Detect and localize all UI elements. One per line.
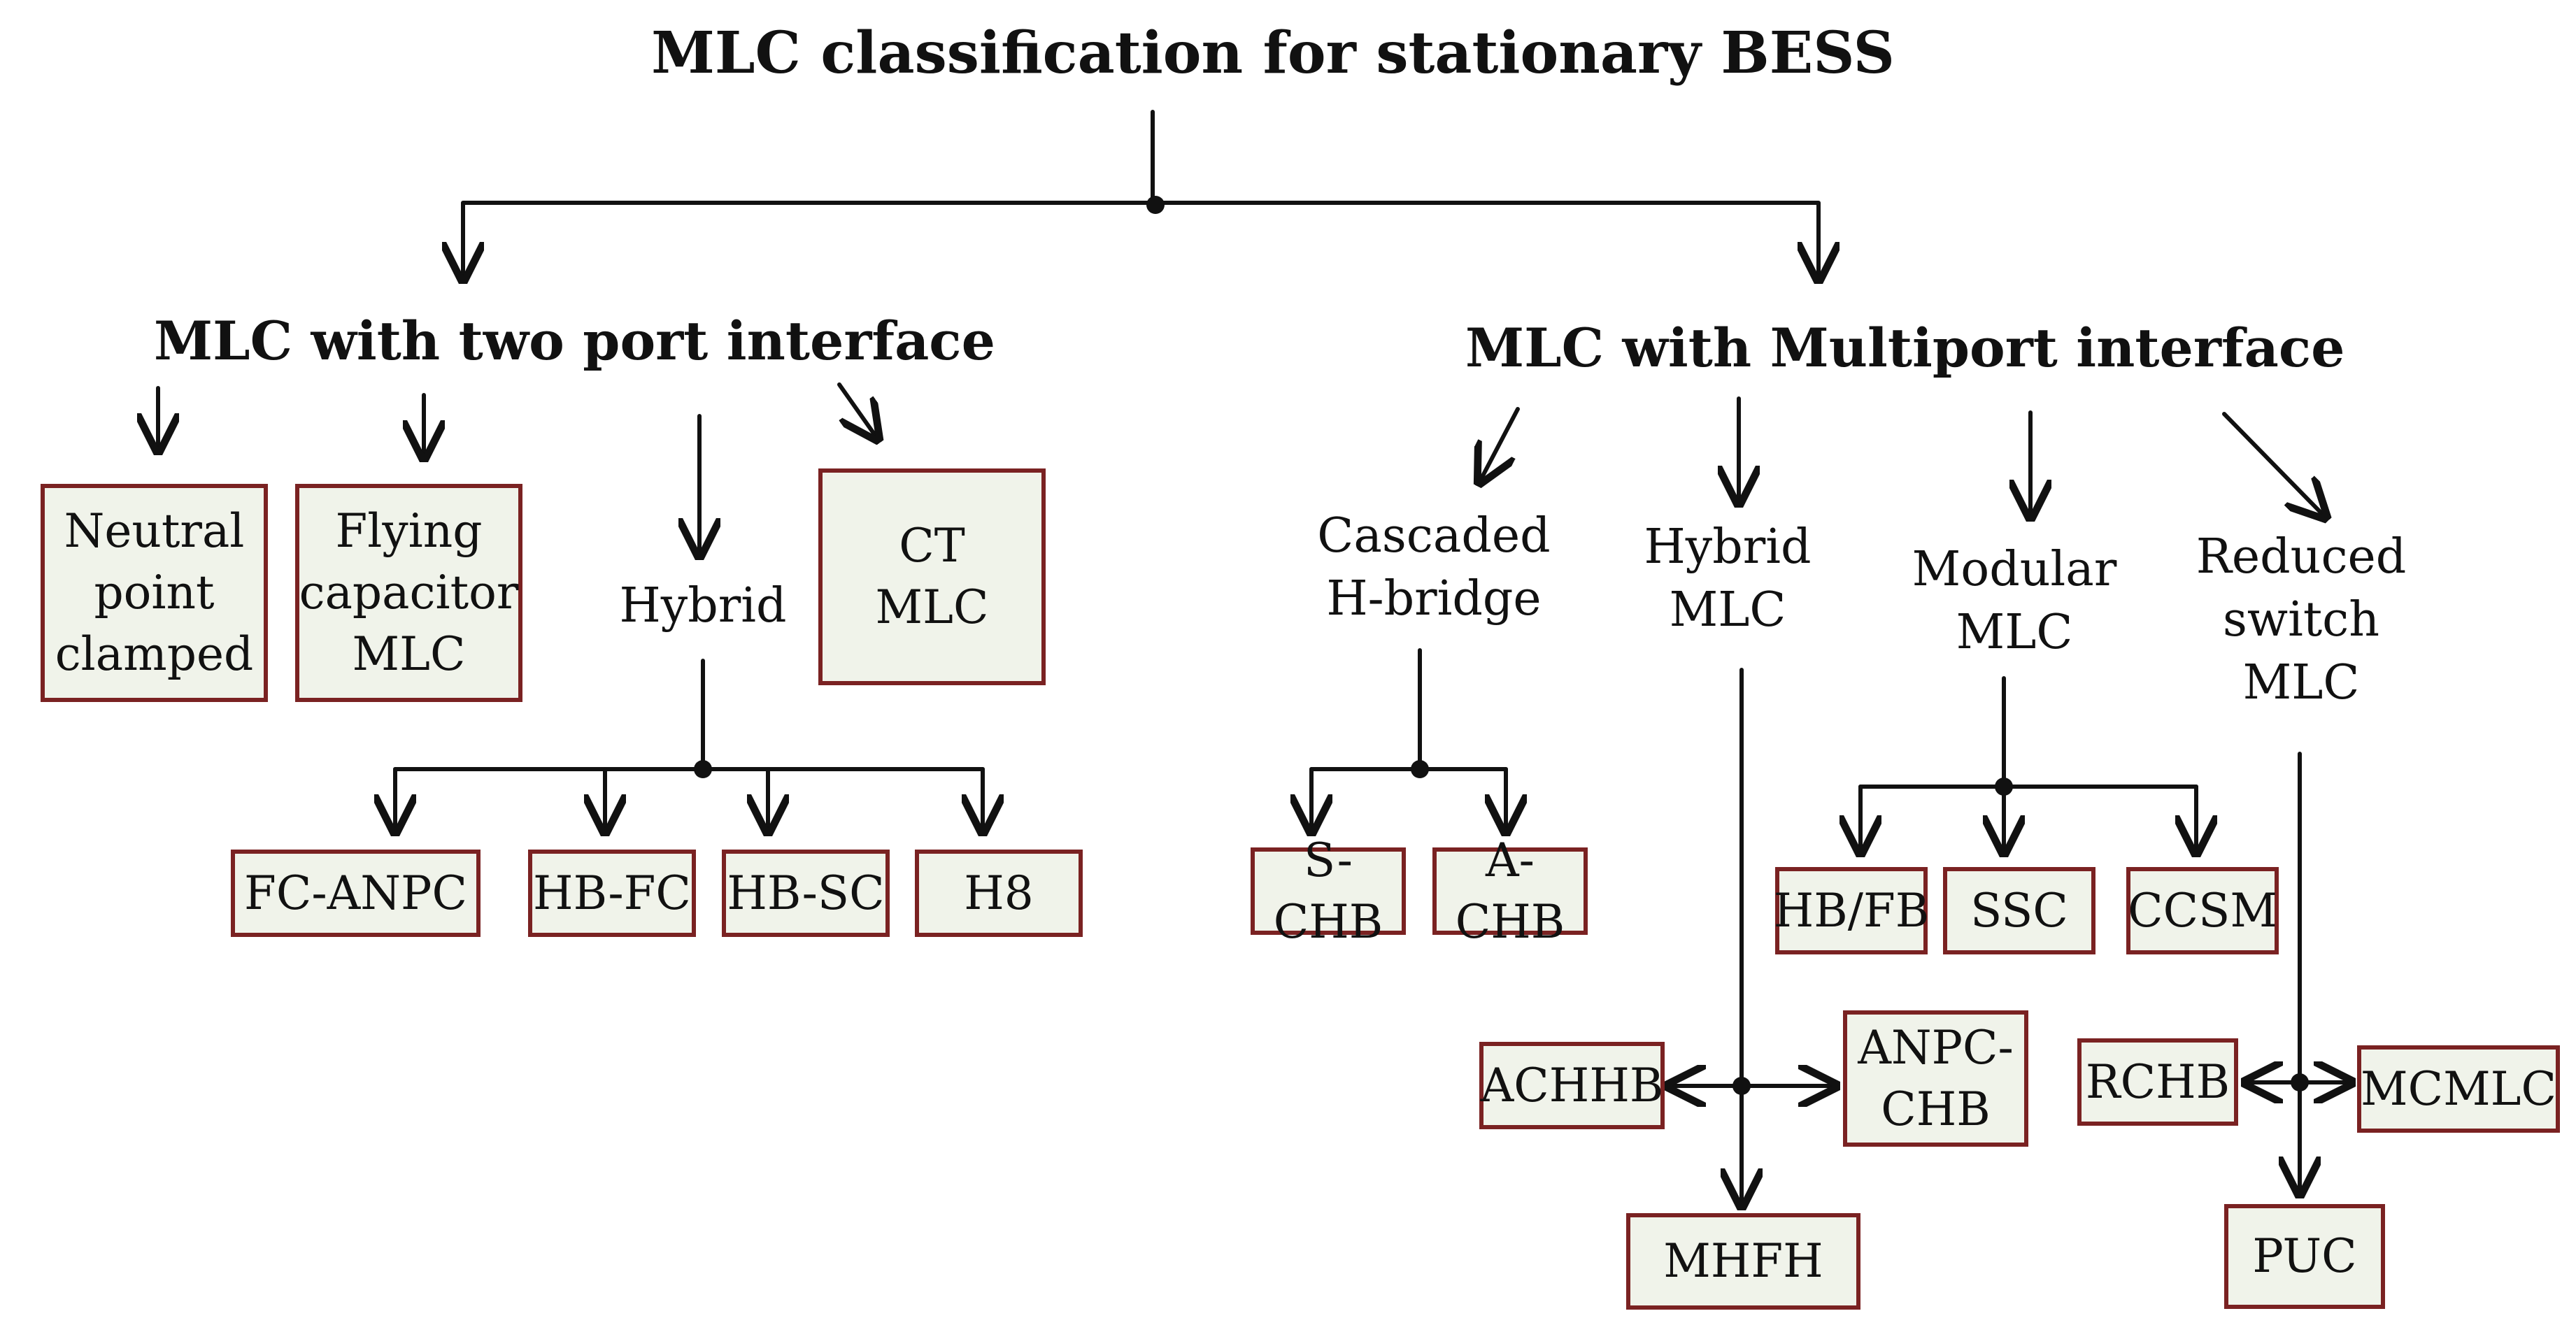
s-chb-box: S-CHB [1251, 833, 1406, 949]
mcmlc-box: MCMLC [2357, 1045, 2560, 1133]
diagram-title: MLC classification for stationary BESS [651, 20, 1895, 87]
achhb-box: ACHHB [1479, 1042, 1665, 1129]
puc-box: PUC [2224, 1204, 2385, 1309]
hybrid-label: Hybrid [619, 578, 787, 633]
flying-capacitor-box: Flying capacitor MLC [295, 484, 522, 702]
reduced-switch-mlc-label: Reduced switch MLC [2196, 529, 2407, 710]
fc-anpc-box: FC-ANPC [231, 850, 481, 937]
modular-mlc-label: Modular MLC [1912, 542, 2117, 660]
hb-fb-box: HB/FB [1774, 867, 1929, 954]
hybrid-mlc-label: Hybrid MLC [1644, 520, 1812, 638]
neutral-point-clamped-box: Neutral point clamped [41, 484, 268, 702]
rchb-box: RCHB [2077, 1038, 2238, 1126]
two-port-heading: MLC with two port interface [154, 310, 995, 372]
a-chb-box: A-CHB [1432, 833, 1588, 949]
ct-mlc-box: CT MLC [818, 468, 1046, 685]
ccsm-box: CCSM [2126, 867, 2279, 954]
anpc-chb-box: ANPC- CHB [1843, 1010, 2028, 1147]
cascaded-hbridge-label: Cascaded H-bridge [1317, 508, 1551, 626]
ssc-box: SSC [1943, 867, 2095, 954]
hb-fc-box: HB-FC [528, 850, 696, 937]
mhfh-box: MHFH [1626, 1213, 1860, 1310]
multiport-heading: MLC with Multiport interface [1465, 317, 2345, 379]
root-connector [461, 110, 1821, 282]
h8-box: H8 [915, 850, 1083, 937]
hb-sc-box: HB-SC [722, 850, 890, 937]
